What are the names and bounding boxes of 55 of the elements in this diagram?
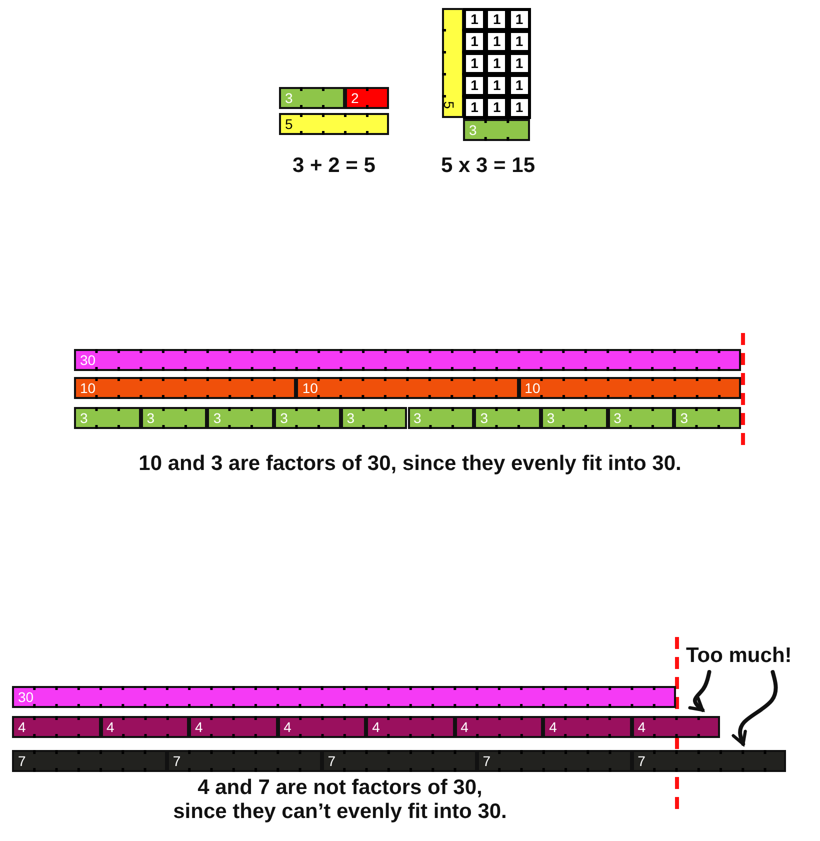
number-rod: 4 bbox=[366, 716, 455, 738]
number-rod: 3 bbox=[340, 407, 408, 429]
number-rod: 3 bbox=[207, 407, 274, 429]
caption-text: 10 and 3 are factors of 30, since they evenly fit into 30. bbox=[138, 452, 682, 476]
number-rod: 3 bbox=[74, 407, 141, 429]
unit-cube: 1 bbox=[463, 96, 486, 119]
caption-text: 3 + 2 = 5 bbox=[292, 154, 376, 178]
number-rod: 3 bbox=[474, 407, 541, 429]
unit-cube: 1 bbox=[485, 96, 508, 119]
number-rod: 4 bbox=[543, 716, 632, 738]
unit-cube: 1 bbox=[485, 52, 508, 75]
number-rod: 7 bbox=[632, 750, 786, 772]
number-rod: 3 bbox=[274, 407, 341, 429]
number-rod: 30 bbox=[12, 686, 676, 708]
caption-text: 5 x 3 = 15 bbox=[440, 154, 536, 178]
unit-cube: 1 bbox=[508, 74, 531, 97]
number-rod: 10 bbox=[74, 377, 296, 399]
number-rod: 3 bbox=[674, 407, 741, 429]
number-rod: 7 bbox=[476, 750, 632, 772]
number-rod: 4 bbox=[12, 716, 101, 738]
number-rod: 3 bbox=[463, 119, 530, 141]
unit-cube: 1 bbox=[463, 74, 486, 97]
unit-cube: 1 bbox=[508, 8, 531, 31]
unit-cube: 1 bbox=[508, 52, 531, 75]
unit-cube: 1 bbox=[463, 8, 486, 31]
number-rod: 3 bbox=[408, 407, 474, 429]
caption-text: 4 and 7 are not factors of 30, since they can’t evenly fit into 30. bbox=[172, 776, 508, 824]
unit-cube: 1 bbox=[485, 8, 508, 31]
number-rod: 7 bbox=[166, 750, 322, 772]
number-rod: 4 bbox=[454, 716, 544, 738]
unit-cube: 1 bbox=[463, 52, 486, 75]
number-rod: 4 bbox=[278, 716, 366, 738]
number-rod: 3 bbox=[140, 407, 208, 429]
number-rod: 4 bbox=[189, 716, 278, 738]
number-rod: 4 bbox=[632, 716, 720, 738]
curved-arrow bbox=[732, 670, 778, 746]
number-rod: 5 bbox=[442, 8, 464, 118]
number-rod: 7 bbox=[322, 750, 477, 772]
number-rod: 5 bbox=[279, 113, 389, 135]
callout-text: Too much! bbox=[686, 644, 792, 668]
unit-cube: 1 bbox=[485, 30, 508, 53]
number-rod: 30 bbox=[74, 349, 741, 371]
unit-cube: 1 bbox=[508, 30, 531, 53]
number-rod: 10 bbox=[518, 377, 741, 399]
curved-arrow bbox=[688, 670, 712, 712]
number-rod: 3 bbox=[279, 87, 345, 109]
number-rod: 7 bbox=[12, 750, 167, 772]
number-rod: 3 bbox=[540, 407, 608, 429]
unit-cube: 1 bbox=[508, 96, 531, 119]
number-rod: 2 bbox=[345, 87, 389, 109]
unit-cube: 1 bbox=[485, 74, 508, 97]
number-rod: 4 bbox=[100, 716, 190, 738]
number-rod: 3 bbox=[608, 407, 674, 429]
unit-cube: 1 bbox=[463, 30, 486, 53]
number-rod: 10 bbox=[296, 377, 519, 399]
